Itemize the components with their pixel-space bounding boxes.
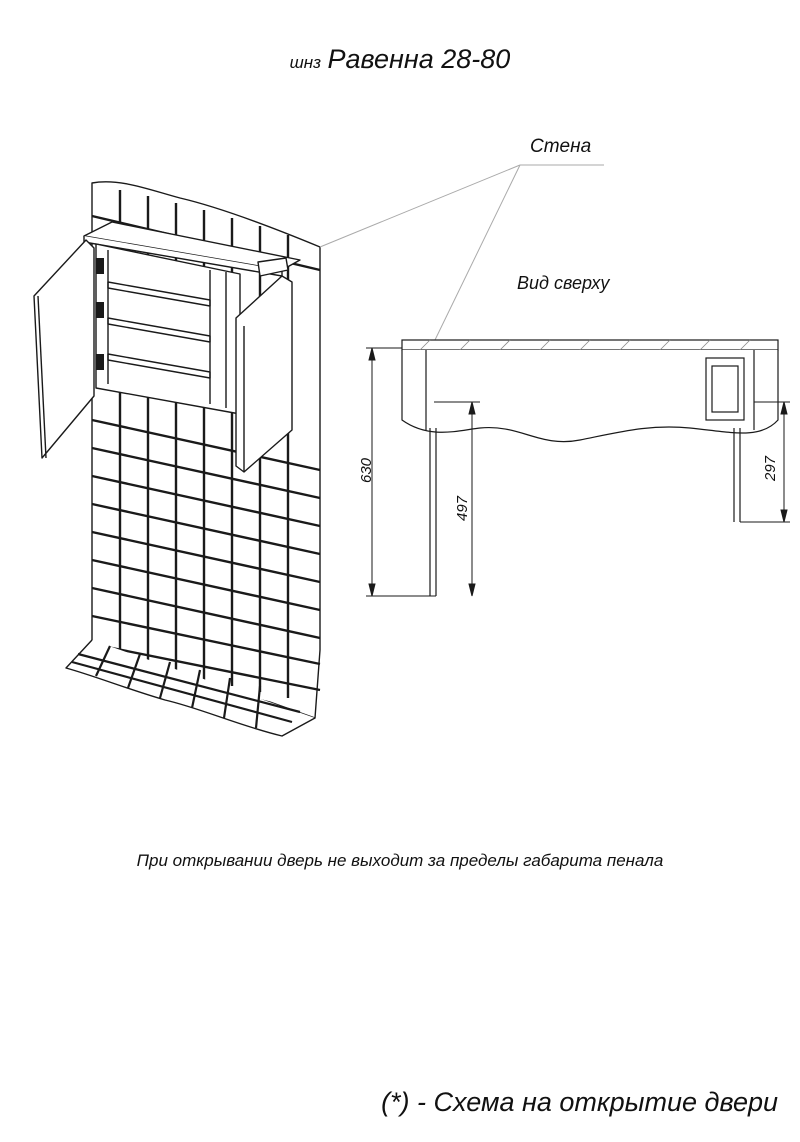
wall-label: Стена bbox=[530, 136, 592, 157]
legend-text: (*) - Схема на открытие двери bbox=[381, 1087, 778, 1117]
top-view-cabinet bbox=[401, 350, 779, 443]
floor-tiles bbox=[71, 645, 301, 729]
cabinet-top bbox=[83, 221, 301, 271]
cabinet-shelves bbox=[107, 250, 227, 408]
right-door bbox=[235, 275, 293, 473]
top-view bbox=[401, 339, 779, 596]
dimension-depth-label: 497 bbox=[454, 495, 472, 522]
hinges bbox=[96, 258, 104, 370]
socket-box bbox=[257, 257, 289, 277]
top-view-wall bbox=[401, 339, 779, 351]
title-name: Равенна 28-80 bbox=[327, 44, 511, 74]
top-view-label: Вид сверху bbox=[517, 273, 610, 293]
dimension-door-depth-label: 297 bbox=[762, 455, 780, 482]
door-note: При открывании дверь не выходит за преде… bbox=[136, 851, 664, 870]
left-door bbox=[33, 239, 95, 459]
wall-leader-lines bbox=[319, 164, 604, 343]
dimension-height-label: 630 bbox=[358, 457, 376, 484]
page-title: шнз Равенна 28-80 bbox=[0, 44, 800, 75]
title-prefix: шнз bbox=[289, 53, 322, 72]
dimension-lines bbox=[366, 347, 790, 597]
isometric-view bbox=[33, 181, 321, 737]
